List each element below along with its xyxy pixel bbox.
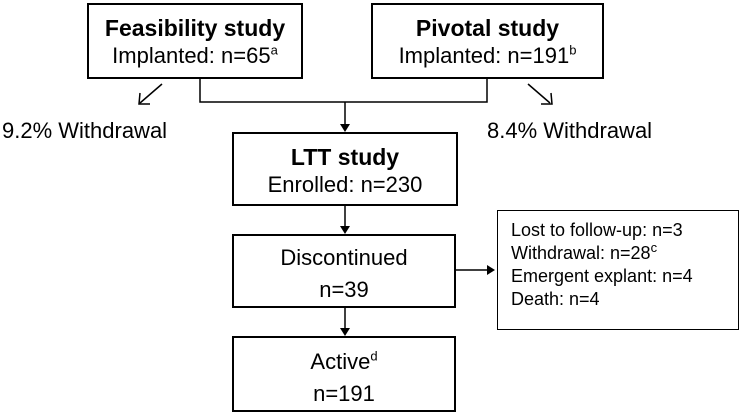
- reason-withdrawal: Withdrawal: n=28c: [511, 240, 658, 263]
- discontinuation-reasons-box: Lost to follow-up: n=3 Withdrawal: n=28c…: [497, 210, 739, 330]
- reason-emergent-explant: Emergent explant: n=4: [511, 266, 693, 286]
- feasibility-withdrawal-arrow: [139, 83, 163, 104]
- reason-lost-to-follow-up: Lost to follow-up: n=3: [511, 220, 683, 240]
- merge-connector: [199, 78, 488, 103]
- pivotal-study-title: Pivotal study: [415, 15, 560, 41]
- ltt-enrolled: Enrolled: n=230: [267, 172, 423, 197]
- active-box: Actived n=191: [232, 336, 456, 412]
- ltt-study-box: LTT study Enrolled: n=230: [232, 132, 458, 206]
- ltt-study-title: LTT study: [290, 144, 400, 170]
- discontinued-title: Discontinued: [280, 245, 408, 270]
- active-arrowhead: [340, 328, 350, 336]
- active-count: n=191: [313, 381, 375, 406]
- discontinued-arrowhead: [340, 226, 350, 234]
- pivotal-withdrawal-arrow: [527, 83, 551, 104]
- pivotal-withdrawal-label: 8.4% Withdrawal: [487, 118, 653, 143]
- discontinued-count: n=39: [319, 277, 369, 302]
- discontinued-box: Discontinued n=39: [232, 234, 456, 308]
- reasons-arrowhead: [487, 265, 495, 275]
- ltt-arrowhead: [340, 124, 350, 132]
- pivotal-study-box: Pivotal study Implanted: n=191b: [371, 3, 604, 79]
- reason-death: Death: n=4: [511, 289, 600, 309]
- feasibility-implanted: Implanted: n=65a: [112, 42, 278, 68]
- pivotal-implanted: Implanted: n=191b: [398, 42, 577, 68]
- active-title: Actived: [310, 348, 378, 374]
- feasibility-study-box: Feasibility study Implanted: n=65a: [87, 3, 303, 79]
- feasibility-study-title: Feasibility study: [104, 15, 286, 41]
- feasibility-withdrawal-label: 9.2% Withdrawal: [2, 118, 168, 143]
